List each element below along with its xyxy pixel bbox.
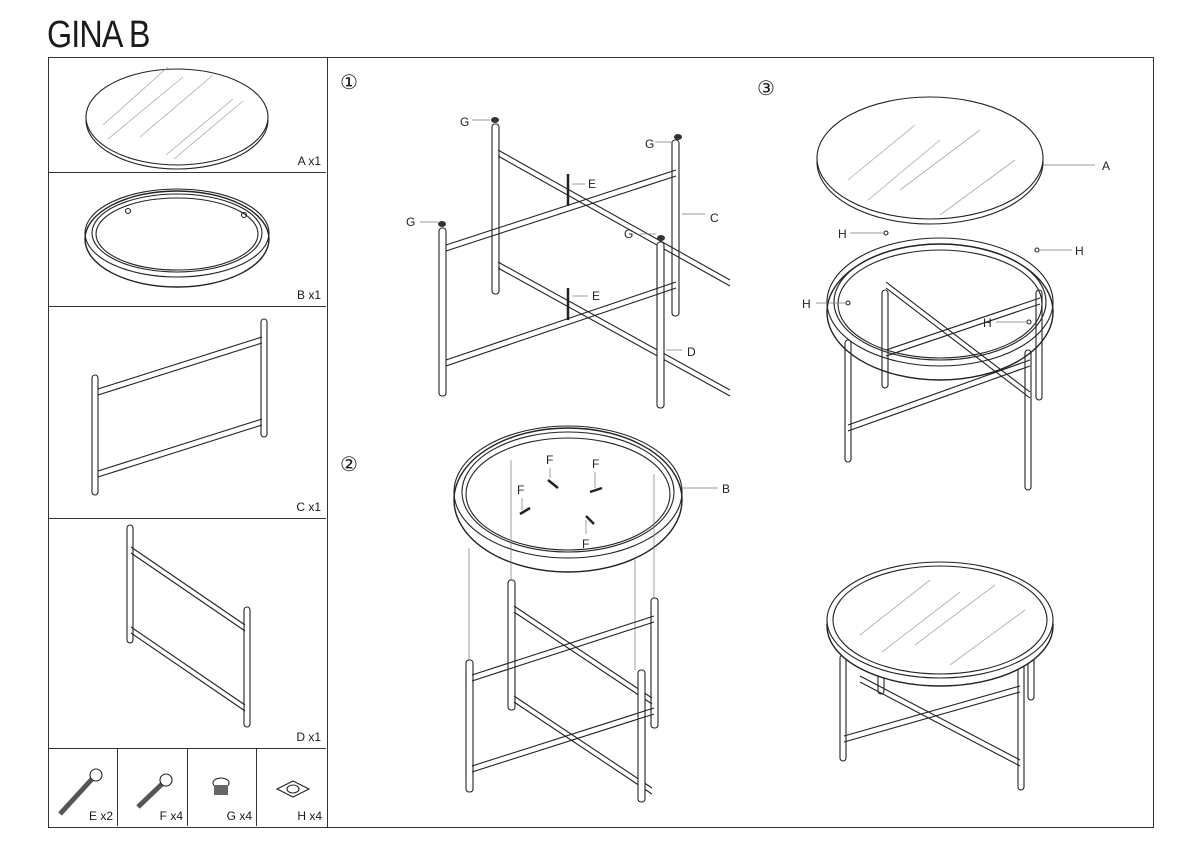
callout-d: D [687, 345, 696, 359]
part-c-label: C x1 [296, 500, 321, 514]
callout-b: B [722, 482, 730, 496]
step-3-number: ③ [757, 78, 775, 100]
step-1-diagram: G G G G E E C D [406, 115, 731, 409]
hardware-g-label: G x4 [226, 809, 252, 823]
hardware-e-label: E x2 [88, 809, 113, 823]
hardware-h-cell: H x4 [257, 749, 326, 826]
callout-e: E [588, 177, 596, 191]
callout-f: F [546, 453, 553, 467]
glass-top-icon [85, 66, 269, 170]
callout-h: H [802, 297, 811, 311]
pad-icon [275, 780, 311, 798]
parts-list-panel: A x1 B x1 C x1 D x1 [48, 57, 328, 828]
hardware-e-cell: E x2 [48, 749, 118, 826]
hardware-h-label: H x4 [297, 809, 322, 823]
callout-g: G [645, 137, 654, 151]
callout-g: G [460, 115, 469, 129]
callout-c: C [710, 211, 719, 225]
step-3-diagram: A H H H H [802, 96, 1110, 491]
callout-f: F [592, 457, 599, 471]
hardware-f-label: F x4 [159, 809, 183, 823]
short-screw-icon [136, 773, 173, 809]
part-d-label: D x1 [296, 730, 321, 744]
part-c-cell: C x1 [48, 307, 326, 519]
part-a-label: A x1 [297, 154, 321, 168]
leg-frame-c-icon [91, 318, 268, 496]
step-2-number: ② [340, 454, 358, 476]
hardware-row: E x2 F x4 G x4 H x4 [48, 749, 326, 826]
long-screw-icon [58, 768, 103, 816]
callout-f: F [582, 537, 589, 551]
callout-g: G [624, 227, 633, 241]
part-b-cell: B x1 [48, 173, 326, 307]
hardware-f-cell: F x4 [118, 749, 188, 826]
callout-h: H [838, 227, 847, 241]
callout-h: H [1075, 244, 1084, 258]
callout-a: A [1102, 159, 1110, 173]
callout-h: H [983, 316, 992, 330]
callout-e: E [592, 289, 600, 303]
document-title: GINA B [47, 14, 150, 56]
part-b-label: B x1 [296, 288, 321, 302]
callout-f: F [517, 483, 524, 497]
part-a-cell: A x1 [48, 57, 326, 173]
hardware-g-cell: G x4 [188, 749, 257, 826]
assembled-table-diagram [826, 561, 1054, 791]
step-1-number: ① [340, 72, 358, 94]
end-cap-icon [212, 777, 230, 795]
callout-g: G [406, 215, 415, 229]
instruction-frame [48, 57, 1154, 828]
part-d-cell: D x1 [48, 519, 326, 749]
round-frame-icon [84, 188, 270, 288]
leg-frame-d-icon [126, 524, 251, 728]
step-2-diagram: F F F F B [453, 425, 730, 803]
